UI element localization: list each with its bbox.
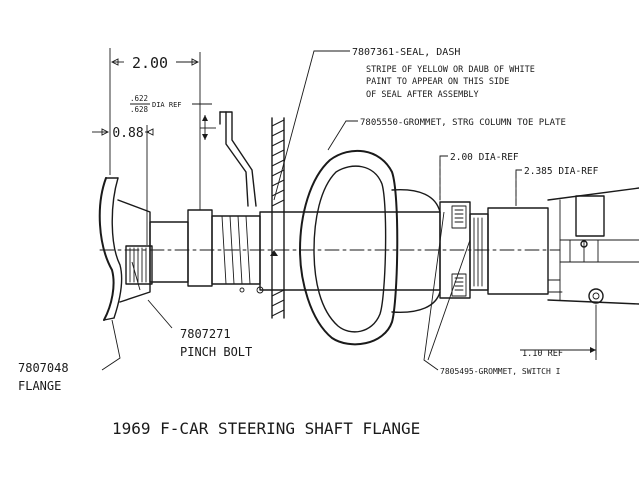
seal-callout-4: OF SEAL AFTER ASSEMBLY	[366, 90, 479, 100]
dim-seal-top: .622	[130, 94, 148, 103]
leader-lines	[101, 50, 597, 371]
seal-bracket	[219, 111, 257, 207]
pinch-bolt-label: PINCH BOLT	[180, 345, 252, 359]
ref-1-10-callout: 1.10 REF	[522, 349, 563, 359]
dim-seal-bottom: .628	[130, 105, 149, 114]
dia-2-00-callout: 2.00 DIA-REF	[450, 152, 519, 163]
grommet-toe-plate-callout: 7805550-GROMMET, STRG COLUMN TOE PLATE	[360, 118, 566, 128]
drawing-title: 1969 F-CAR STEERING SHAFT FLANGE	[112, 419, 420, 438]
seal-callout-2: STRIPE OF YELLOW OR DAUB OF WHITE	[366, 65, 535, 75]
dia-2-385-callout: 2.385 DIA-REF	[524, 166, 599, 177]
dimension-seal-dia: .622 .628 DIA REF	[130, 94, 216, 140]
dim-0-88-label: 0.88	[112, 126, 143, 141]
flange-part	[98, 177, 153, 321]
toe-plate-grommet	[299, 149, 441, 346]
dim-seal-ref: DIA REF	[152, 101, 182, 109]
dim-2-00-label: 2.00	[132, 54, 168, 72]
grommet-switch-callout: 7805495-GROMMET, SWITCH I	[440, 367, 561, 376]
dimension-0-88: 0.88	[92, 125, 154, 245]
pinch-bolt-number: 7807271	[180, 327, 231, 341]
steering-shaft	[99, 209, 561, 294]
dimension-2-00: 2.00	[109, 48, 201, 210]
flange-label: FLANGE	[18, 379, 61, 393]
switch-grommet	[439, 201, 549, 299]
flange-number: 7807048	[18, 361, 69, 375]
seal-callout-3: PAINT TO APPEAR ON THIS SIDE	[366, 77, 509, 87]
seal-callout-1: 7807361-SEAL, DASH	[352, 47, 460, 58]
dash-panel	[271, 117, 285, 319]
